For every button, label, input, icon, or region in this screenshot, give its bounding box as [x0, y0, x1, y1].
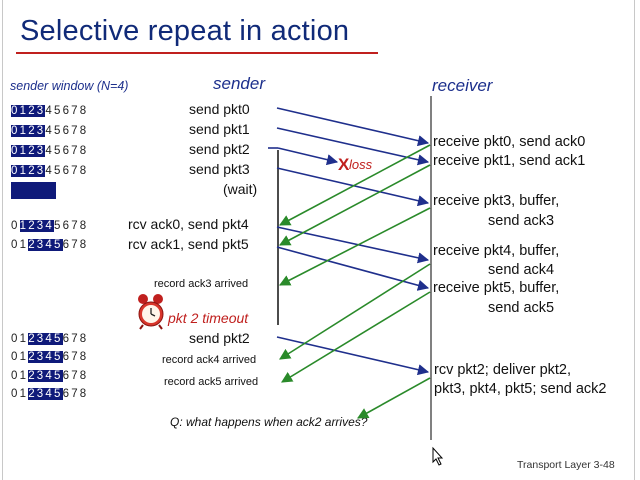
receiver-pkt0: receive pkt0, send ack0 [433, 134, 586, 150]
window-row-5: 012345678 [11, 220, 89, 232]
slide-title: Selective repeat in action [20, 15, 350, 47]
sender-record-ack3: record ack3 arrived [154, 278, 249, 290]
receiver-pkt5-line1: receive pkt5, buffer, [433, 280, 560, 296]
window-row-10: 012345678 [11, 388, 89, 400]
sender-record-ack5: record ack5 arrived [164, 376, 259, 388]
slide-border-left [2, 0, 3, 480]
sender-send-pkt1: send pkt1 [189, 121, 250, 137]
receiver-pkt5-line2: send ack5 [488, 300, 555, 316]
sender-heading: sender [213, 74, 265, 93]
sender-wait: (wait) [223, 181, 258, 197]
arrow-pkt0 [276, 107, 430, 147]
sender-send-pkt0: send pkt0 [189, 101, 250, 117]
arrow-ack5 [281, 291, 431, 383]
sender-window-label: sender window (N=4) [10, 79, 129, 93]
receiver-pkt3-line2: send ack3 [488, 213, 555, 229]
receiver-pkt4-line2: send ack4 [488, 262, 555, 278]
sender-send-pkt2: send pkt2 [189, 141, 250, 157]
receiver-pkt3-line1: receive pkt3, buffer, [433, 193, 560, 209]
sender-rcv-ack1: rcv ack1, send pkt5 [128, 236, 249, 252]
mouse-cursor-icon [432, 446, 444, 466]
arrow-ack0 [279, 144, 431, 226]
loss-label: loss [349, 157, 373, 172]
window-row-4: 012345678 [11, 165, 89, 177]
sender-record-ack4: record ack4 arrived [162, 354, 257, 366]
timeout-label: pkt 2 timeout [168, 310, 249, 326]
window-row-3: 012345678 [11, 145, 89, 157]
arrow-pkt2-resend [276, 336, 430, 376]
arrow-ack2 [357, 377, 431, 419]
slide-border-right [634, 0, 635, 480]
arrow-ack1 [279, 164, 431, 246]
window-row-9: 012345678 [11, 370, 89, 382]
arrow-ack4 [279, 263, 431, 360]
question-text: Q: what happens when ack2 arrives? [170, 415, 368, 429]
alarm-clock-icon [138, 294, 164, 330]
arrow-pkt4 [276, 226, 430, 264]
receiver-heading: receiver [432, 76, 493, 95]
window-row-8: 012345678 [11, 351, 89, 363]
sender-rcv-ack0: rcv ack0, send pkt4 [128, 216, 249, 232]
arrow-pkt5 [276, 246, 430, 291]
window-wait-block [11, 182, 56, 199]
arrow-ack3 [279, 207, 431, 286]
window-row-2: 012345678 [11, 125, 89, 137]
receiver-pkt4-line1: receive pkt4, buffer, [433, 243, 560, 259]
window-row-7: 012345678 [11, 333, 89, 345]
window-row-1: 012345678 [11, 105, 89, 117]
title-underline [16, 52, 378, 54]
arrow-pkt1 [276, 127, 430, 166]
sender-send-pkt3: send pkt3 [189, 161, 250, 177]
loss-x-mark: X [338, 155, 350, 174]
slide-footer: Transport Layer 3-48 [517, 459, 615, 471]
sender-resend-pkt2: send pkt2 [189, 330, 250, 346]
receiver-pkt2-line1: rcv pkt2; deliver pkt2, [434, 362, 571, 378]
receiver-pkt1: receive pkt1, send ack1 [433, 153, 586, 169]
window-row-6: 012345678 [11, 239, 89, 251]
receiver-pkt2-line2: pkt3, pkt4, pkt5; send ack2 [434, 381, 607, 397]
arrow-pkt2-lost [277, 147, 339, 166]
